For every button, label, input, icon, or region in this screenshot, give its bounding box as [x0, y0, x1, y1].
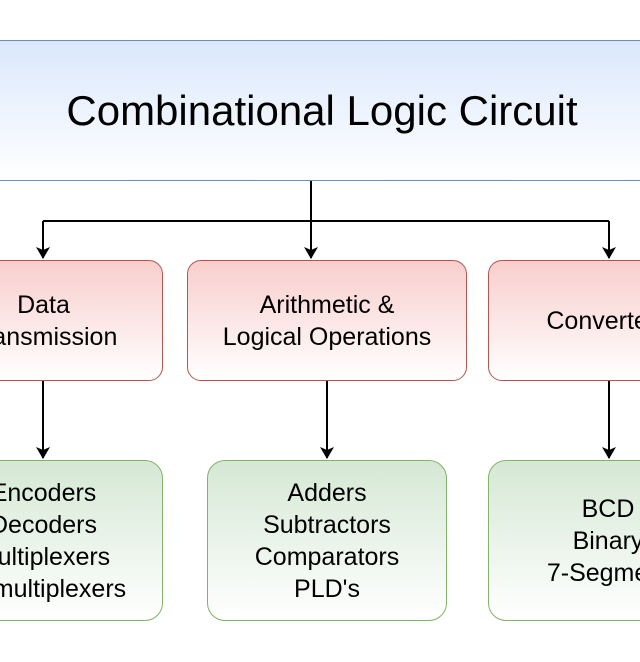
- category-node-converters: Converters: [488, 260, 640, 381]
- category-node-data-transmission: Data Transmission: [0, 260, 163, 381]
- item-label: 7-Segment: [546, 558, 640, 587]
- item-label: Decoders: [0, 510, 97, 539]
- item-label: Encoders: [0, 478, 97, 507]
- item-label: BCD: [581, 494, 635, 523]
- category-line: Transmission: [0, 322, 118, 351]
- items-node-data-transmission: Encoders Decoders Multiplexers Demultipl…: [0, 460, 163, 621]
- item-label: Comparators: [254, 542, 400, 571]
- category-line: Logical Operations: [222, 322, 432, 351]
- item-label: PLD's: [294, 574, 360, 603]
- item-label: Adders: [287, 478, 367, 507]
- item-label: Multiplexers: [0, 542, 111, 571]
- category-node-arithmetic-logical: Arithmetic & Logical Operations: [187, 260, 467, 381]
- category-line: Data: [17, 290, 70, 319]
- item-label: Demultiplexers: [0, 574, 127, 603]
- category-line: Arithmetic &: [259, 290, 395, 319]
- root-node: Combinational Logic Circuit: [0, 40, 640, 181]
- item-label: Subtractors: [263, 510, 391, 539]
- items-node-arithmetic-logical: Adders Subtractors Comparators PLD's: [207, 460, 447, 621]
- item-label: Binary: [572, 526, 640, 555]
- items-node-converters: BCD Binary 7-Segment: [488, 460, 640, 621]
- category-line: Converters: [546, 306, 640, 335]
- root-label: Combinational Logic Circuit: [66, 86, 578, 134]
